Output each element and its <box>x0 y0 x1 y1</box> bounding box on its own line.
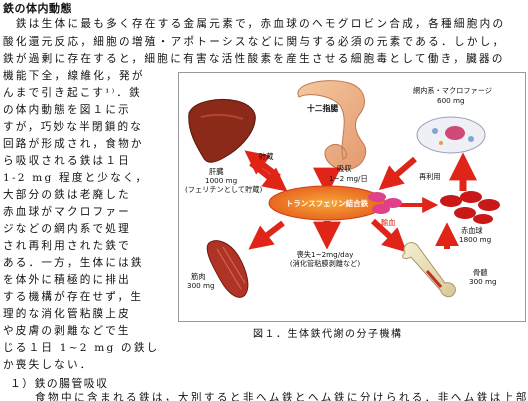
macrophage-image <box>416 116 486 154</box>
transfusion-label: 輸血 <box>381 218 395 227</box>
bone-amount: 300 mg <box>469 277 497 286</box>
column-line: の体内動態を図１に示 <box>3 104 131 116</box>
absorption-amount: 1~2 mg/日 <box>329 174 368 183</box>
loss-name: 喪失1~2mg/day <box>297 250 354 259</box>
iron-metabolism-figure: 肝臓 1000 mg (フェリチンとして貯蔵) 十二指腸 網内系・マクロファージ… <box>178 72 526 322</box>
section-title: 鉄の体内動態 <box>3 2 72 15</box>
intro-line-1: 鉄は生体に最も多く存在する金属元素で，赤血球のヘモグロビン合成，各種細胞内の <box>3 18 506 30</box>
absorption-label: 吸収 <box>337 164 351 173</box>
storage-label: 貯蔵 <box>259 152 273 161</box>
subsection-title: １）鉄の腸管吸収 <box>10 377 109 390</box>
liver-image <box>188 99 256 163</box>
intro-line-4: 機能下全，線維化，発が <box>3 70 145 82</box>
column-line: ジなどの網内系で処理 <box>3 223 131 235</box>
bone-marrow-arrow <box>370 218 407 253</box>
reuse-label: 再利用 <box>419 172 441 181</box>
muscle-image <box>206 240 249 298</box>
muscle-amount: 300 mg <box>187 281 215 290</box>
macrophage-name: 網内系・マクロファージ <box>413 86 492 95</box>
muscle-arrow <box>248 220 285 250</box>
liver-note: (フェリチンとして貯蔵) <box>185 185 262 194</box>
rbc-image <box>440 191 500 224</box>
column-line: すが，巧妙な半閉鎖的な <box>3 121 144 133</box>
transfusion-cells <box>368 192 402 214</box>
column-line: 赤血球がマクロファー <box>3 206 131 218</box>
column-line: され再利用された鉄で <box>3 240 131 252</box>
column-line: 回路が形成され，食物か <box>3 138 144 150</box>
intro-line-2: 酸化還元反応，細胞の増殖・アポトーシスなどに関与する必須の元素である．しかし， <box>3 36 506 48</box>
column-line: ら吸収される鉄は１日 <box>3 155 131 167</box>
column-line: する機構が存在せず，生 <box>3 291 144 303</box>
column-line: んまで引き起こす¹⁾．鉄 <box>3 87 142 99</box>
rbc-name: 赤血球 <box>461 226 483 235</box>
column-line: ある．一方，生体には鉄 <box>3 257 144 269</box>
figure-caption: 図１．生体鉄代謝の分子機構 <box>253 329 403 340</box>
muscle-name: 筋肉 <box>191 272 205 281</box>
intro-line-3: 鉄が過剰に存在すると，細胞に有害な活性酸素を産生させる細胞毒として働き，臓器の <box>3 53 505 65</box>
column-line: 1-2 mg 程度と少なく， <box>3 172 149 184</box>
column-line: 理的な消化管粘膜上皮 <box>3 308 131 320</box>
liver-name: 肝臓 <box>209 167 224 176</box>
duodenum-name: 十二指腸 <box>307 103 338 113</box>
column-line: 大部分の鉄は老廃した <box>3 189 131 201</box>
liver-amount: 1000 mg <box>205 176 237 185</box>
duodenum-image <box>297 80 367 171</box>
column-line: じる１日 1~2 mg の鉄し <box>3 342 160 354</box>
loss-note: (消化管粘膜剥離など) <box>290 259 360 268</box>
liver-storage-arrow <box>244 150 288 192</box>
macrophage-amount: 600 mg <box>437 96 465 105</box>
rbc-amount: 1800 mg <box>459 235 491 244</box>
bottom-paragraph-line: 食物中に含まれる鉄は，大別すると非ヘム鉄とヘム鉄に分けられる．非ヘム鉄は上部 <box>22 392 528 401</box>
figure-diagram: 肝臓 1000 mg (フェリチンとして貯蔵) 十二指腸 網内系・マクロファージ… <box>185 80 500 298</box>
bone-image <box>402 242 456 298</box>
column-line: や皮膚の剥離などで生 <box>3 325 131 337</box>
column-line: を体外に積極的に排出 <box>3 274 131 286</box>
column-line: か喪失しない． <box>3 359 93 371</box>
bone-name: 骨髄 <box>473 268 487 277</box>
reuse-arrow <box>378 156 417 191</box>
transferrin-label: トランスフェリン結合鉄 <box>286 198 369 208</box>
